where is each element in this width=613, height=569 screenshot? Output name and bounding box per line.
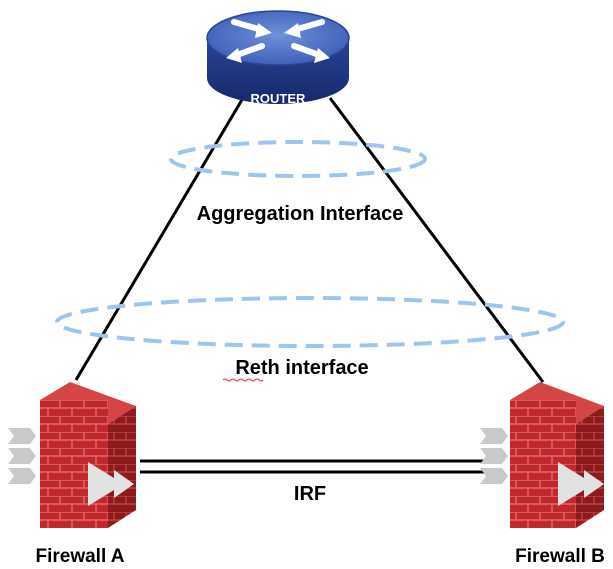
reth-interface-label: Reth interface	[235, 357, 368, 379]
firewall-b-label: Firewall B	[515, 546, 605, 567]
irf-link	[140, 459, 487, 474]
firewall-a-label: Firewall A	[35, 546, 124, 567]
aggregation-interface-label: Aggregation Interface	[197, 203, 404, 225]
link-router-firewall-b	[328, 97, 545, 383]
irf-label: IRF	[294, 483, 326, 505]
reth-interface-ellipse	[55, 296, 565, 348]
link-router-firewall-a	[74, 97, 245, 381]
router-label: ROUTER	[251, 91, 307, 106]
aggregation-interface-ellipse	[169, 140, 427, 178]
firewall-b-icon	[480, 382, 604, 528]
router-icon: ROUTER	[206, 10, 350, 106]
spellcheck-underline	[222, 378, 264, 382]
firewall-a-icon	[8, 382, 136, 528]
